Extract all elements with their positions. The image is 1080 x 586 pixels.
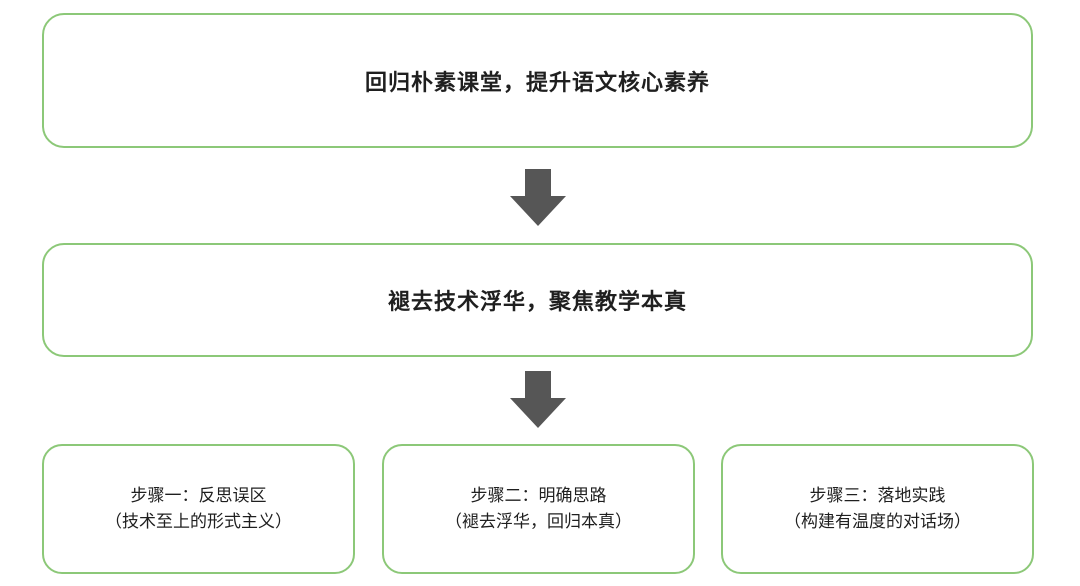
arrow-down-icon <box>510 371 566 428</box>
step-2-subtitle: （褪去浮华，回归本真） <box>445 512 632 532</box>
top-box-text: 回归朴素课堂，提升语文核心素养 <box>364 70 710 96</box>
arrow-down-icon <box>510 169 566 226</box>
step-box-2: 步骤二：明确思路 （褪去浮华，回归本真） <box>382 444 695 574</box>
step-2-title: 步骤二：明确思路 <box>470 486 607 506</box>
step-1-title: 步骤一：反思误区 <box>130 486 267 506</box>
step-3-title: 步骤三：落地实践 <box>809 486 946 506</box>
step-box-1: 步骤一：反思误区 （技术至上的形式主义） <box>42 444 355 574</box>
step-3-subtitle: （构建有温度的对话场） <box>784 512 971 532</box>
top-box: 回归朴素课堂，提升语文核心素养 <box>42 13 1033 148</box>
middle-box: 褪去技术浮华，聚焦教学本真 <box>42 243 1033 357</box>
step-1-subtitle: （技术至上的形式主义） <box>105 512 292 532</box>
middle-box-text: 褪去技术浮华，聚焦教学本真 <box>387 290 687 315</box>
step-box-3: 步骤三：落地实践 （构建有温度的对话场） <box>721 444 1034 574</box>
